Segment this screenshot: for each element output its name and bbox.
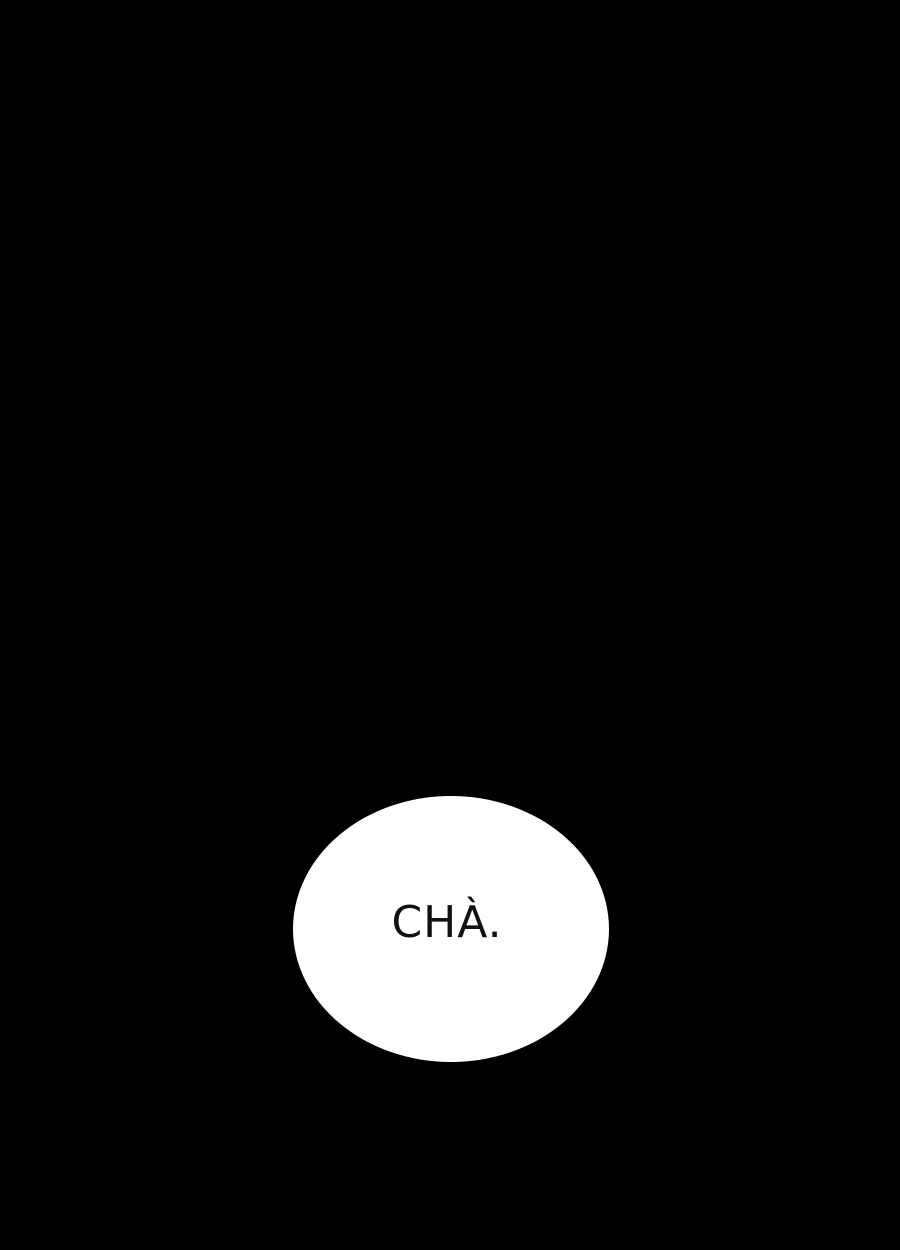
speech-bubble: CHÀ. [293,796,609,1062]
speech-bubble-text: CHÀ. [391,897,503,948]
